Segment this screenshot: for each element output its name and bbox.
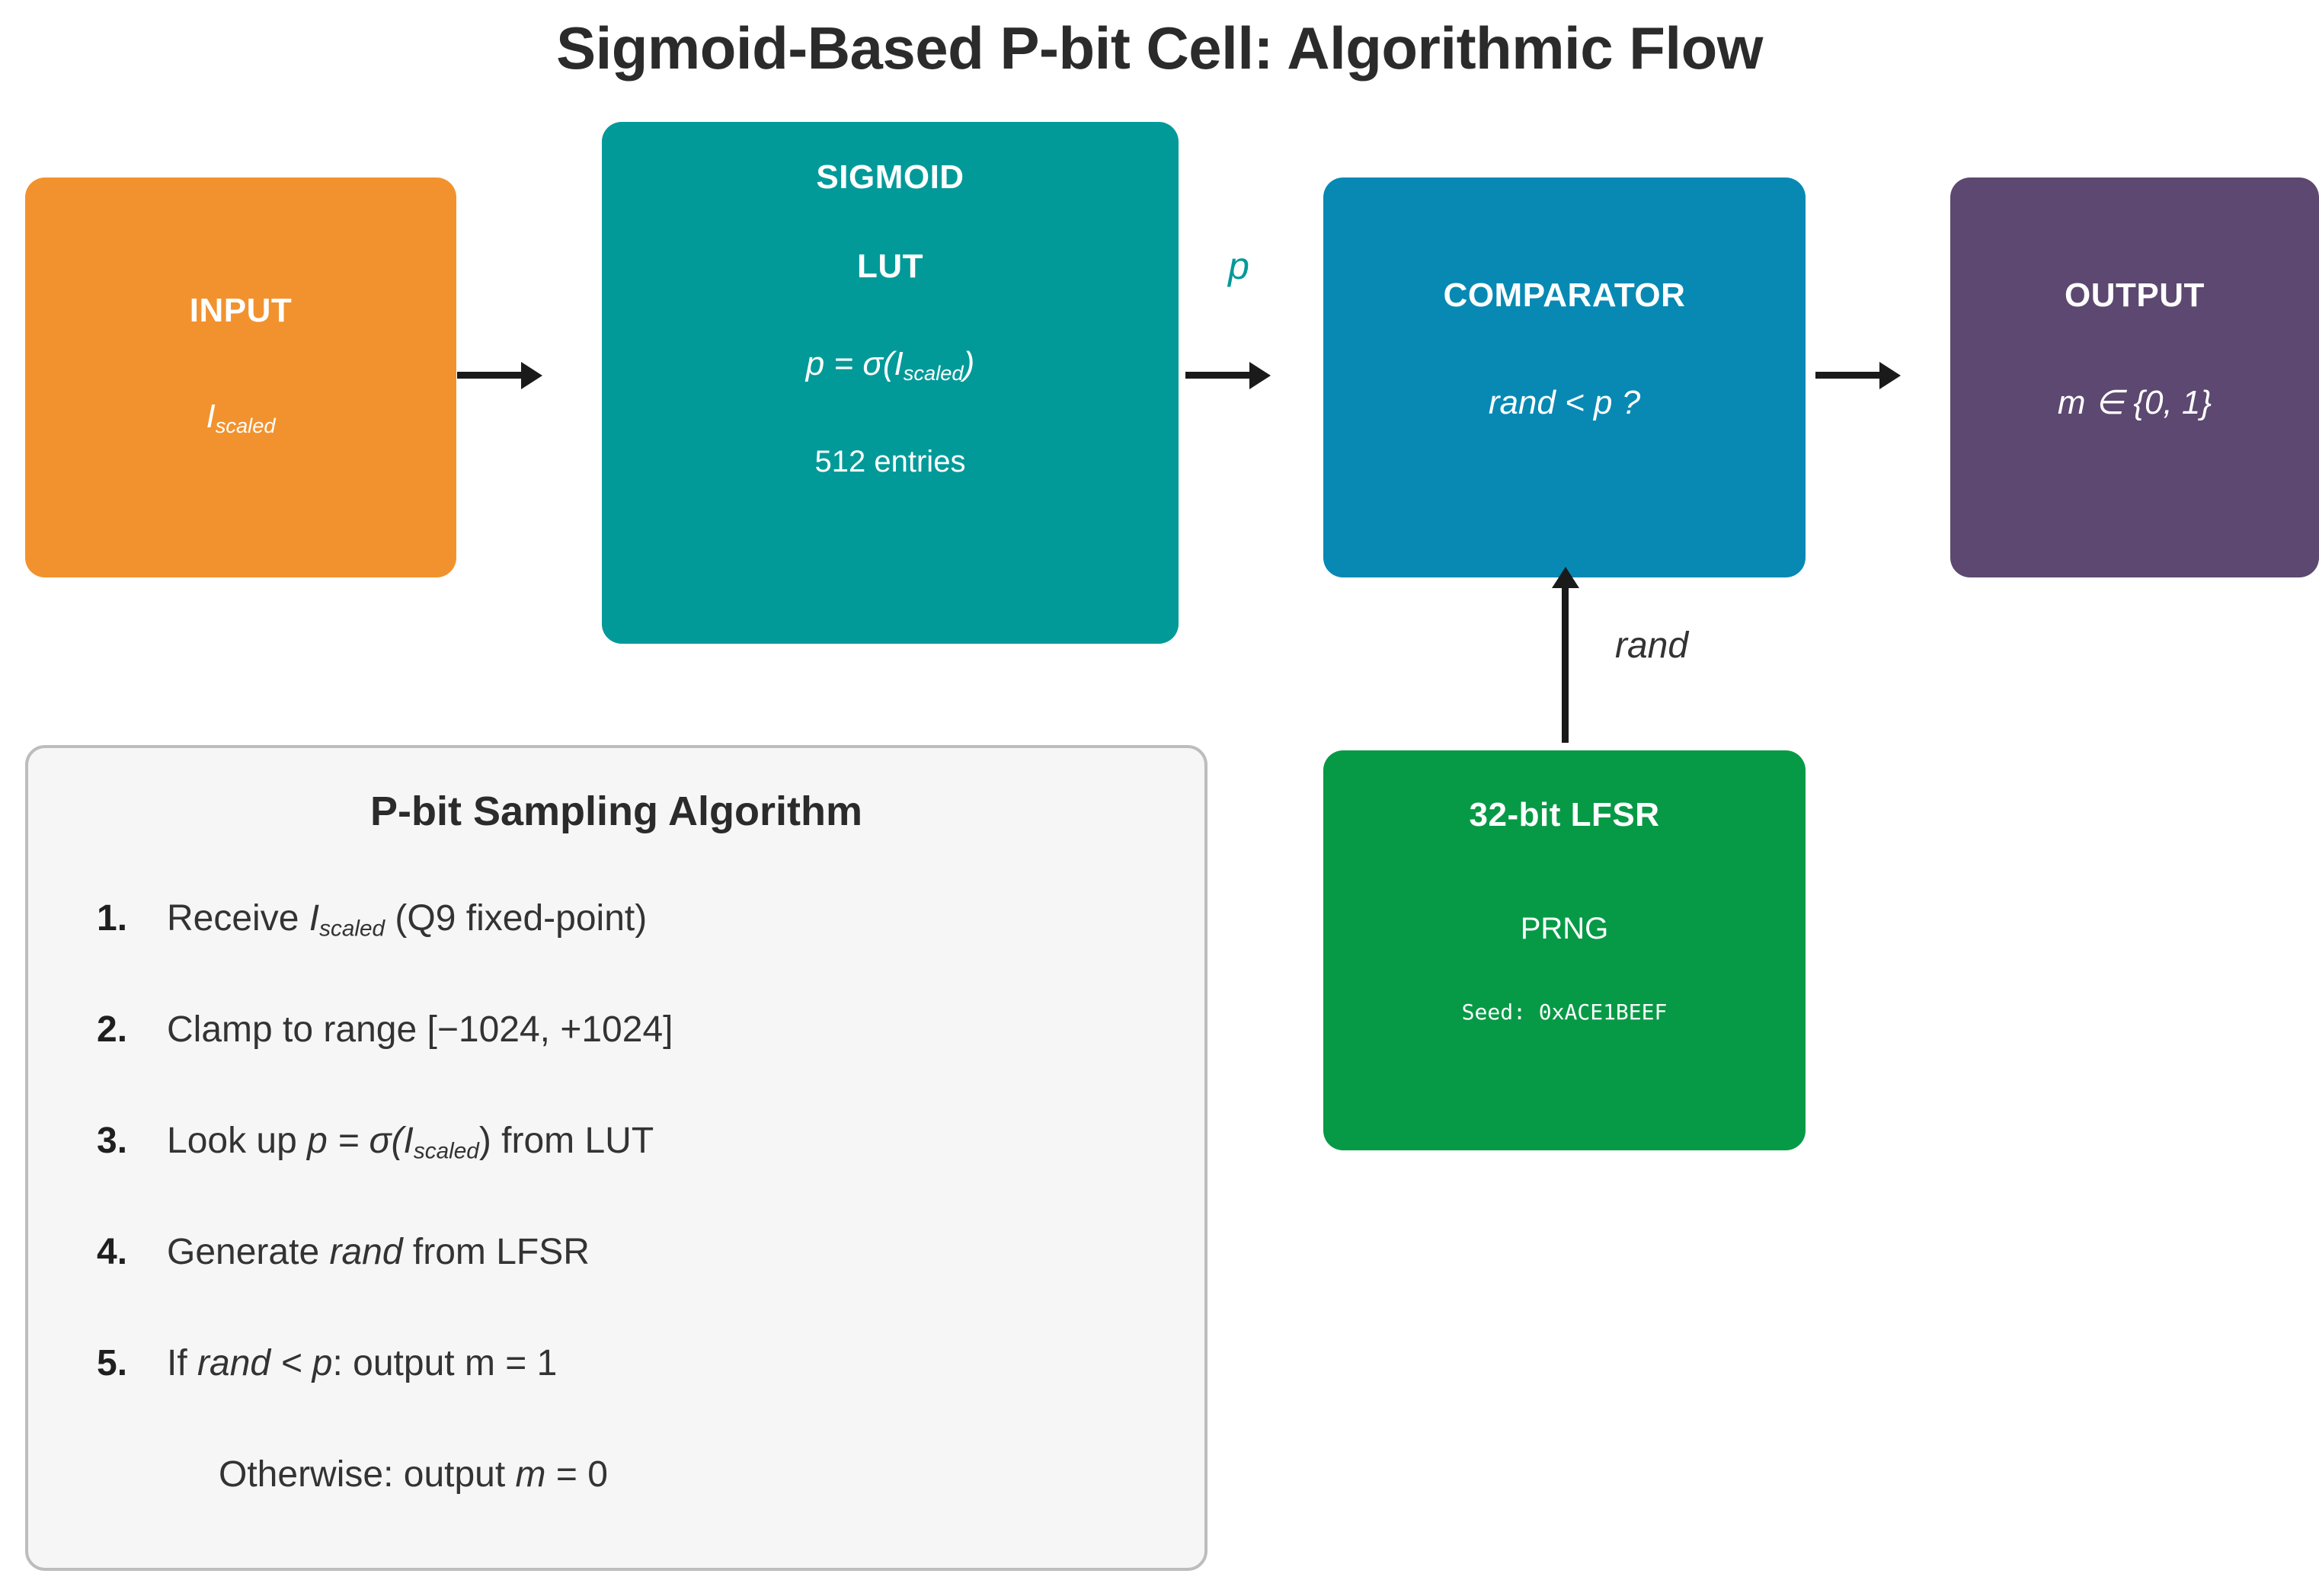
node-output-domain: m ∈ {0, 1} — [2057, 383, 2212, 421]
algorithm-step-number: 5. — [97, 1343, 128, 1383]
node-input-symbol-subscript: scaled — [215, 413, 276, 437]
algorithm-step-text-subscript: scaled — [413, 1138, 479, 1164]
algorithm-step-text-post: from LFSR — [402, 1232, 590, 1272]
node-input-symbol: I — [206, 397, 216, 435]
algorithm-step-number: 1. — [97, 898, 128, 939]
node-comparator-title: COMPARATOR — [1443, 277, 1686, 314]
node-comparator-condition: rand < p ? — [1488, 383, 1641, 421]
node-lfsr-seed: Seed: 0xACE1BEEF — [1461, 999, 1668, 1025]
algorithm-step-text-post: (Q9 fixed-point) — [385, 898, 648, 939]
algorithm-step-number: 3. — [97, 1121, 128, 1161]
arrow-lfsr-to-comparator — [1562, 587, 1569, 743]
algorithm-step-text-symbol: rand — [329, 1232, 403, 1272]
node-lfsr[interactable]: 32-bit LFSR PRNG Seed: 0xACE1BEEF — [1323, 750, 1806, 1150]
algorithm-step-text-symbol: p = σ(I — [307, 1121, 414, 1161]
algorithm-step-text-pre: If — [167, 1343, 198, 1383]
node-input[interactable]: INPUT Iscaled — [25, 178, 456, 577]
algorithm-step-text-symbol: rand < p — [197, 1343, 333, 1383]
algorithm-step-text: Otherwise: output m = 0 — [167, 1454, 608, 1495]
node-sigmoid-formula: p = σ(Iscaled) — [806, 345, 975, 385]
algorithm-step-text-post: : output m = 1 — [332, 1343, 558, 1383]
node-sigmoid-entries: 512 entries — [814, 445, 966, 479]
node-lfsr-subtitle: PRNG — [1520, 911, 1609, 945]
algorithm-step-text-pre: Otherwise: output — [219, 1454, 516, 1495]
node-output[interactable]: OUTPUT m ∈ {0, 1} — [1950, 178, 2319, 577]
node-input-subtitle: Iscaled — [206, 398, 275, 437]
algorithm-step-text-pre: Generate — [167, 1232, 330, 1272]
node-sigmoid-formula-lhs: p = σ(I — [805, 345, 904, 383]
algorithm-step-text: If rand < p: output m = 1 — [167, 1342, 557, 1384]
page-title: Sigmoid-Based P-bit Cell: Algorithmic Fl… — [556, 14, 1763, 82]
node-output-title: OUTPUT — [2065, 277, 2205, 314]
algorithm-step-number: 4. — [97, 1232, 128, 1272]
algorithm-step-text-symbol: I — [309, 898, 320, 939]
node-comparator[interactable]: COMPARATOR rand < p ? — [1323, 178, 1806, 577]
arrow-input-to-sigmoid — [457, 372, 523, 379]
arrow-comparator-to-output — [1815, 372, 1881, 379]
algorithm-panel: P-bit Sampling Algorithm 1. Receive Iscal… — [25, 745, 1207, 1571]
node-sigmoid-formula-rhs: ) — [963, 345, 975, 383]
algorithm-step-text-pre: Receive — [167, 898, 309, 939]
node-input-title: INPUT — [189, 292, 293, 329]
algorithm-step-text: Receive Iscaled (Q9 fixed-point) — [167, 897, 647, 942]
algorithm-step-text: Clamp to range [−1024, +1024] — [167, 1009, 673, 1051]
arrow-sigmoid-to-comparator — [1185, 372, 1251, 379]
node-sigmoid-lut[interactable]: SIGMOID LUT p = σ(Iscaled) 512 entries — [602, 122, 1179, 644]
algorithm-step-list: 1. Receive Iscaled (Q9 fixed-point) 2. Clam… — [74, 897, 1163, 1565]
algorithm-step-text-pre: Look up — [167, 1121, 308, 1161]
algorithm-panel-title: P-bit Sampling Algorithm — [370, 788, 862, 834]
algorithm-step-text-post: = 0 — [545, 1454, 608, 1495]
algorithm-step-text-pre: Clamp to range [−1024, +1024] — [167, 1009, 673, 1050]
edge-label-rand: rand — [1615, 625, 1689, 666]
algorithm-step-text: Look up p = σ(Iscaled) from LUT — [167, 1120, 654, 1164]
node-lfsr-title: 32-bit LFSR — [1469, 796, 1660, 833]
algorithm-step-number: 2. — [97, 1009, 128, 1050]
algorithm-step-text-subscript: scaled — [319, 916, 385, 942]
algorithm-step-text-post: ) from LUT — [478, 1121, 654, 1161]
algorithm-step-text: Generate rand from LFSR — [167, 1231, 590, 1273]
algorithm-step: Otherwise: output m = 0 — [74, 1454, 1163, 1565]
node-sigmoid-subtitle: LUT — [856, 247, 924, 285]
algorithm-step: 3. Look up p = σ(Iscaled) from LUT — [74, 1120, 1163, 1231]
edge-label-p: p — [1228, 245, 1249, 287]
algorithm-step: 2. Clamp to range [−1024, +1024] — [74, 1009, 1163, 1120]
algorithm-step-text-symbol: m — [515, 1454, 546, 1495]
algorithm-step: 5. If rand < p: output m = 1 — [74, 1342, 1163, 1454]
algorithm-step: 4. Generate rand from LFSR — [74, 1231, 1163, 1342]
node-sigmoid-title: SIGMOID — [816, 158, 964, 196]
algorithm-step: 1. Receive Iscaled (Q9 fixed-point) — [74, 897, 1163, 1009]
node-sigmoid-formula-subscript: scaled — [903, 361, 964, 385]
